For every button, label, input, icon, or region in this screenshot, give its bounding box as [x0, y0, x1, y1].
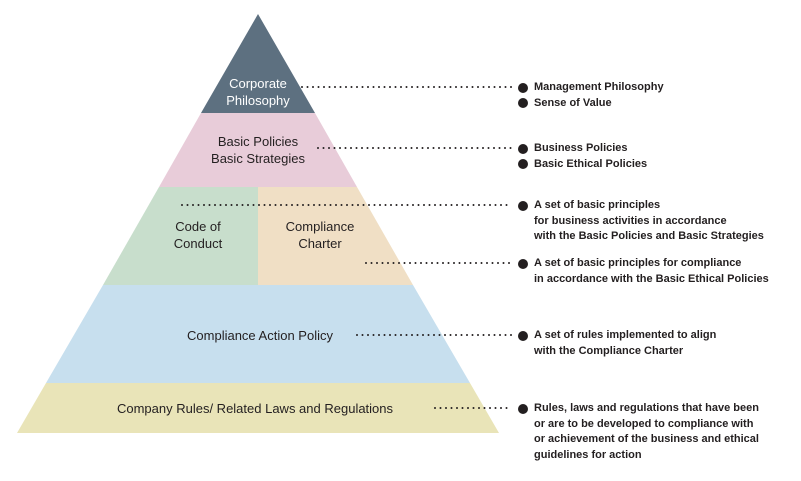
- label-line: Basic Strategies: [211, 151, 305, 166]
- note-text: with the Compliance Charter: [534, 344, 684, 357]
- note-policies: Business Policies Basic Ethical Policies: [518, 141, 647, 172]
- label-compliance-charter: Compliance Charter: [265, 218, 375, 252]
- label-line: Compliance: [285, 219, 355, 234]
- note-corporate: Management Philosophy Sense of Value: [518, 80, 664, 111]
- note-code-of-conduct: A set of basic principles for business a…: [518, 198, 764, 245]
- tier-company-rules: [17, 383, 499, 433]
- note-text: for business activities in accordance: [534, 214, 727, 227]
- note-compliance-charter: A set of basic principles for compliance…: [518, 256, 769, 287]
- note-compliance-action-policy: A set of rules implemented to align with…: [518, 328, 716, 359]
- note-text: or achievement of the business and ethic…: [534, 433, 759, 445]
- bullet-icon: [518, 200, 528, 211]
- note-text: A set of basic principles: [534, 199, 661, 211]
- label-line: Conduct: [173, 236, 223, 251]
- label-line: Code of: [175, 219, 221, 234]
- tier-compliance-action-policy: [46, 285, 470, 383]
- note-text: in accordance with the Basic Ethical Pol…: [534, 272, 769, 285]
- bullet-icon: [518, 330, 528, 341]
- bullet-icon: [518, 82, 528, 93]
- note-text: A set of rules implemented to align: [534, 329, 717, 341]
- note-text: A set of basic principles for compliance: [534, 257, 742, 269]
- note-text: or are to be developed to compliance wit…: [534, 417, 754, 430]
- label-company-rules: Company Rules/ Related Laws and Regulati…: [116, 401, 394, 416]
- note-text: guidelines for action: [534, 448, 642, 461]
- tier-compliance-charter: [258, 187, 413, 285]
- label-line: Philosophy: [226, 93, 290, 108]
- note-text: Rules, laws and regulations that have be…: [534, 402, 759, 414]
- bullet-icon: [518, 258, 528, 269]
- bullet-icon: [518, 98, 528, 108]
- note-text: Management Philosophy: [534, 81, 664, 93]
- label-line: Corporate: [229, 76, 287, 91]
- label-corporate-philosophy: Corporate Philosophy: [198, 75, 318, 109]
- note-text: Business Policies: [534, 142, 628, 154]
- bullet-icon: [518, 159, 528, 169]
- label-line: Basic Policies: [217, 134, 299, 149]
- bullet-icon: [518, 143, 528, 154]
- label-code-of-conduct: Code of Conduct: [148, 218, 248, 252]
- note-text: with the Basic Policies and Basic Strate…: [534, 230, 764, 242]
- bullet-icon: [518, 403, 528, 414]
- note-text: Basic Ethical Policies: [534, 157, 648, 170]
- note-company-rules: Rules, laws and regulations that have be…: [518, 401, 759, 463]
- note-text: Sense of Value: [534, 96, 612, 109]
- tier-corporate-philosophy: [201, 14, 315, 113]
- label-basic-policies: Basic Policies Basic Strategies: [183, 133, 333, 167]
- label-compliance-action-policy: Compliance Action Policy: [187, 328, 333, 343]
- tier-basic-policies: [159, 113, 357, 187]
- label-line: Charter: [298, 236, 342, 251]
- tier-code-of-conduct: [103, 187, 258, 285]
